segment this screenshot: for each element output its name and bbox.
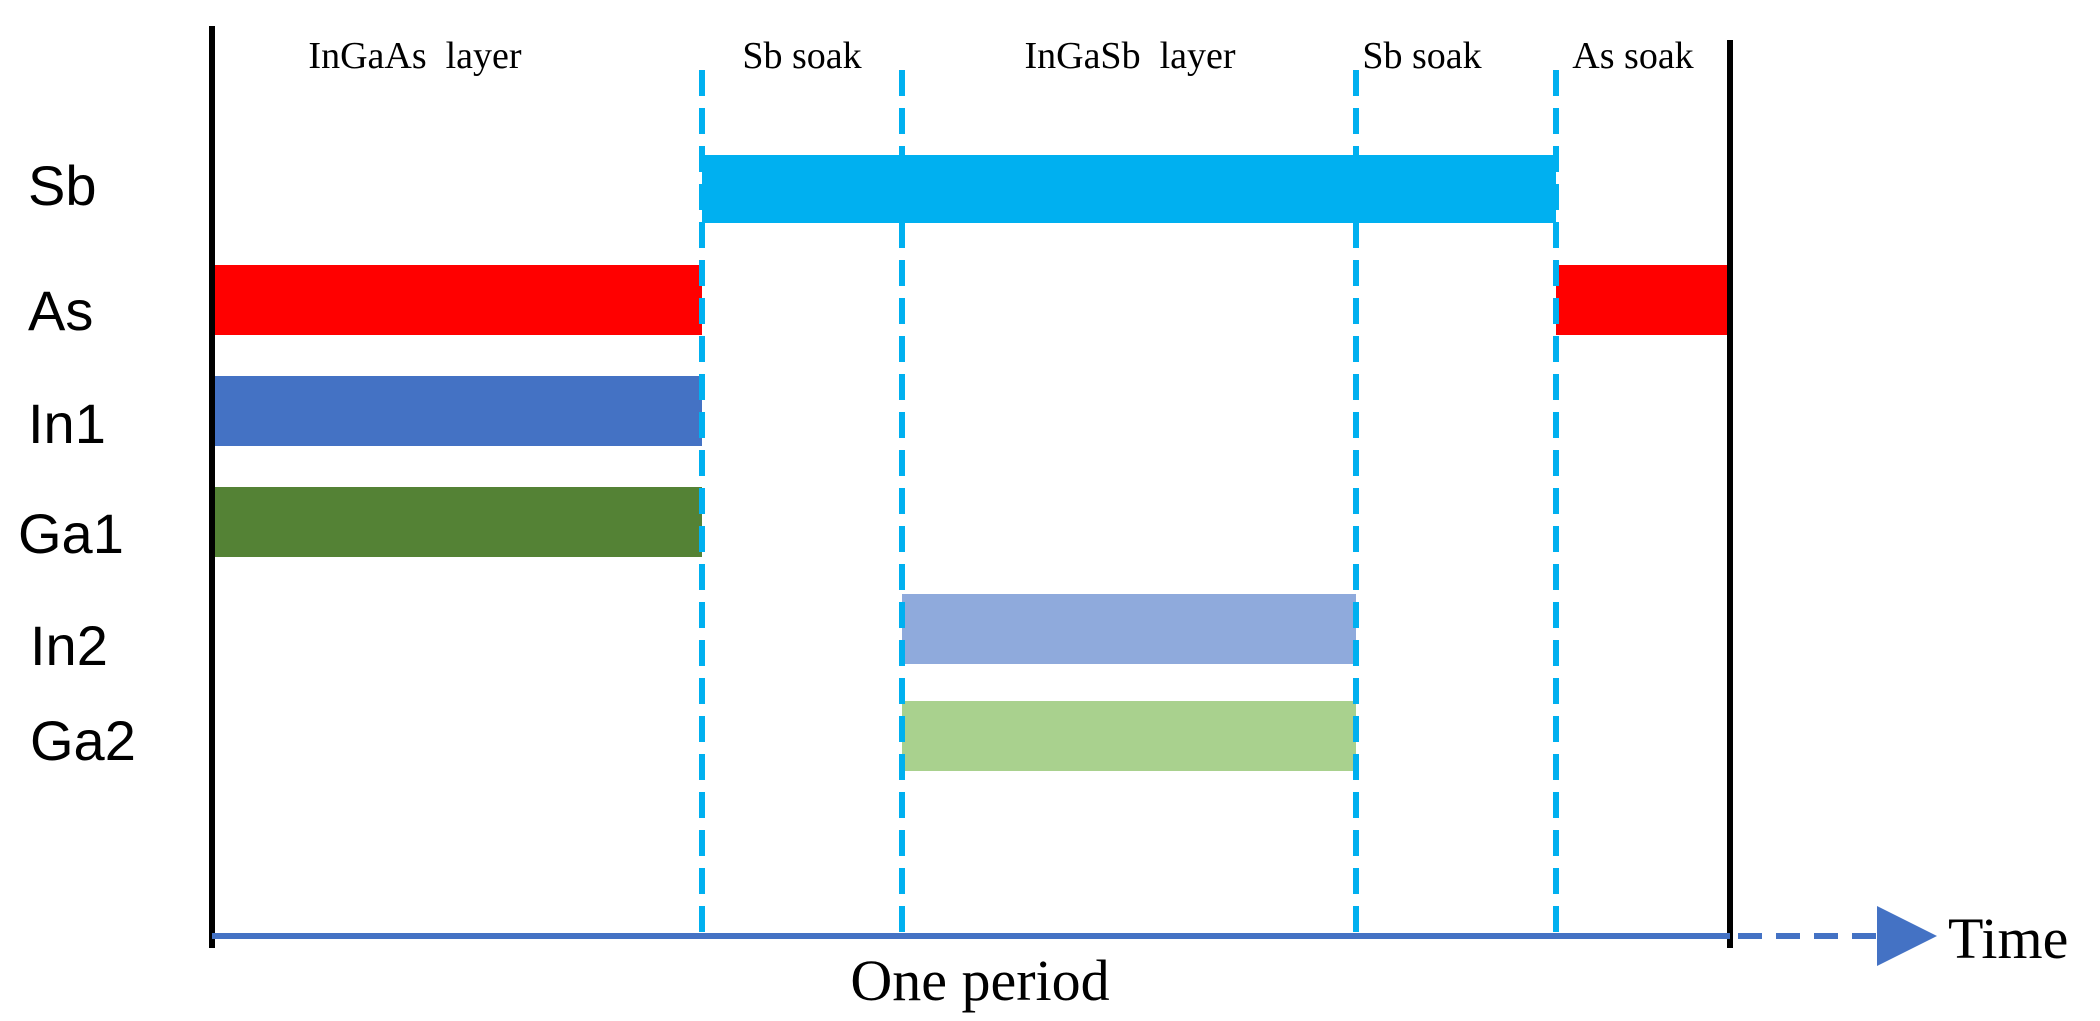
shutter-bars (215, 155, 1727, 771)
phase-label-ingaas-layer: InGaAs layer (308, 35, 521, 77)
phase-label-sb-soak-1: Sb soak (742, 35, 861, 77)
row-label-as: As (28, 279, 93, 342)
row-label-ga1: Ga1 (18, 502, 124, 565)
bar-in2-5 (902, 594, 1356, 664)
row-labels: Sb As In1 Ga1 In2 Ga2 (18, 154, 136, 772)
phase-label-as-soak: As soak (1572, 35, 1693, 77)
phase-boundaries (699, 70, 1559, 940)
phase-label-sb-soak-2: Sb soak (1362, 35, 1481, 77)
bar-as-1 (215, 265, 702, 335)
bar-ga1-4 (215, 487, 702, 557)
bar-as-2 (1556, 265, 1727, 335)
bar-in1-3 (215, 376, 702, 446)
phase-label-ingasb-layer: InGaSb layer (1024, 35, 1235, 77)
row-label-sb: Sb (28, 154, 97, 217)
time-axis-label: Time (1948, 906, 2068, 971)
row-label-ga2: Ga2 (30, 709, 136, 772)
row-label-in2: In2 (30, 614, 108, 677)
phase-labels: InGaAs layer Sb soak InGaSb layer Sb soa… (308, 35, 1693, 77)
row-label-in1: In1 (28, 392, 106, 455)
bar-sb-0 (702, 155, 1556, 223)
one-period-label: One period (850, 948, 1109, 1013)
bar-ga2-6 (902, 701, 1356, 771)
